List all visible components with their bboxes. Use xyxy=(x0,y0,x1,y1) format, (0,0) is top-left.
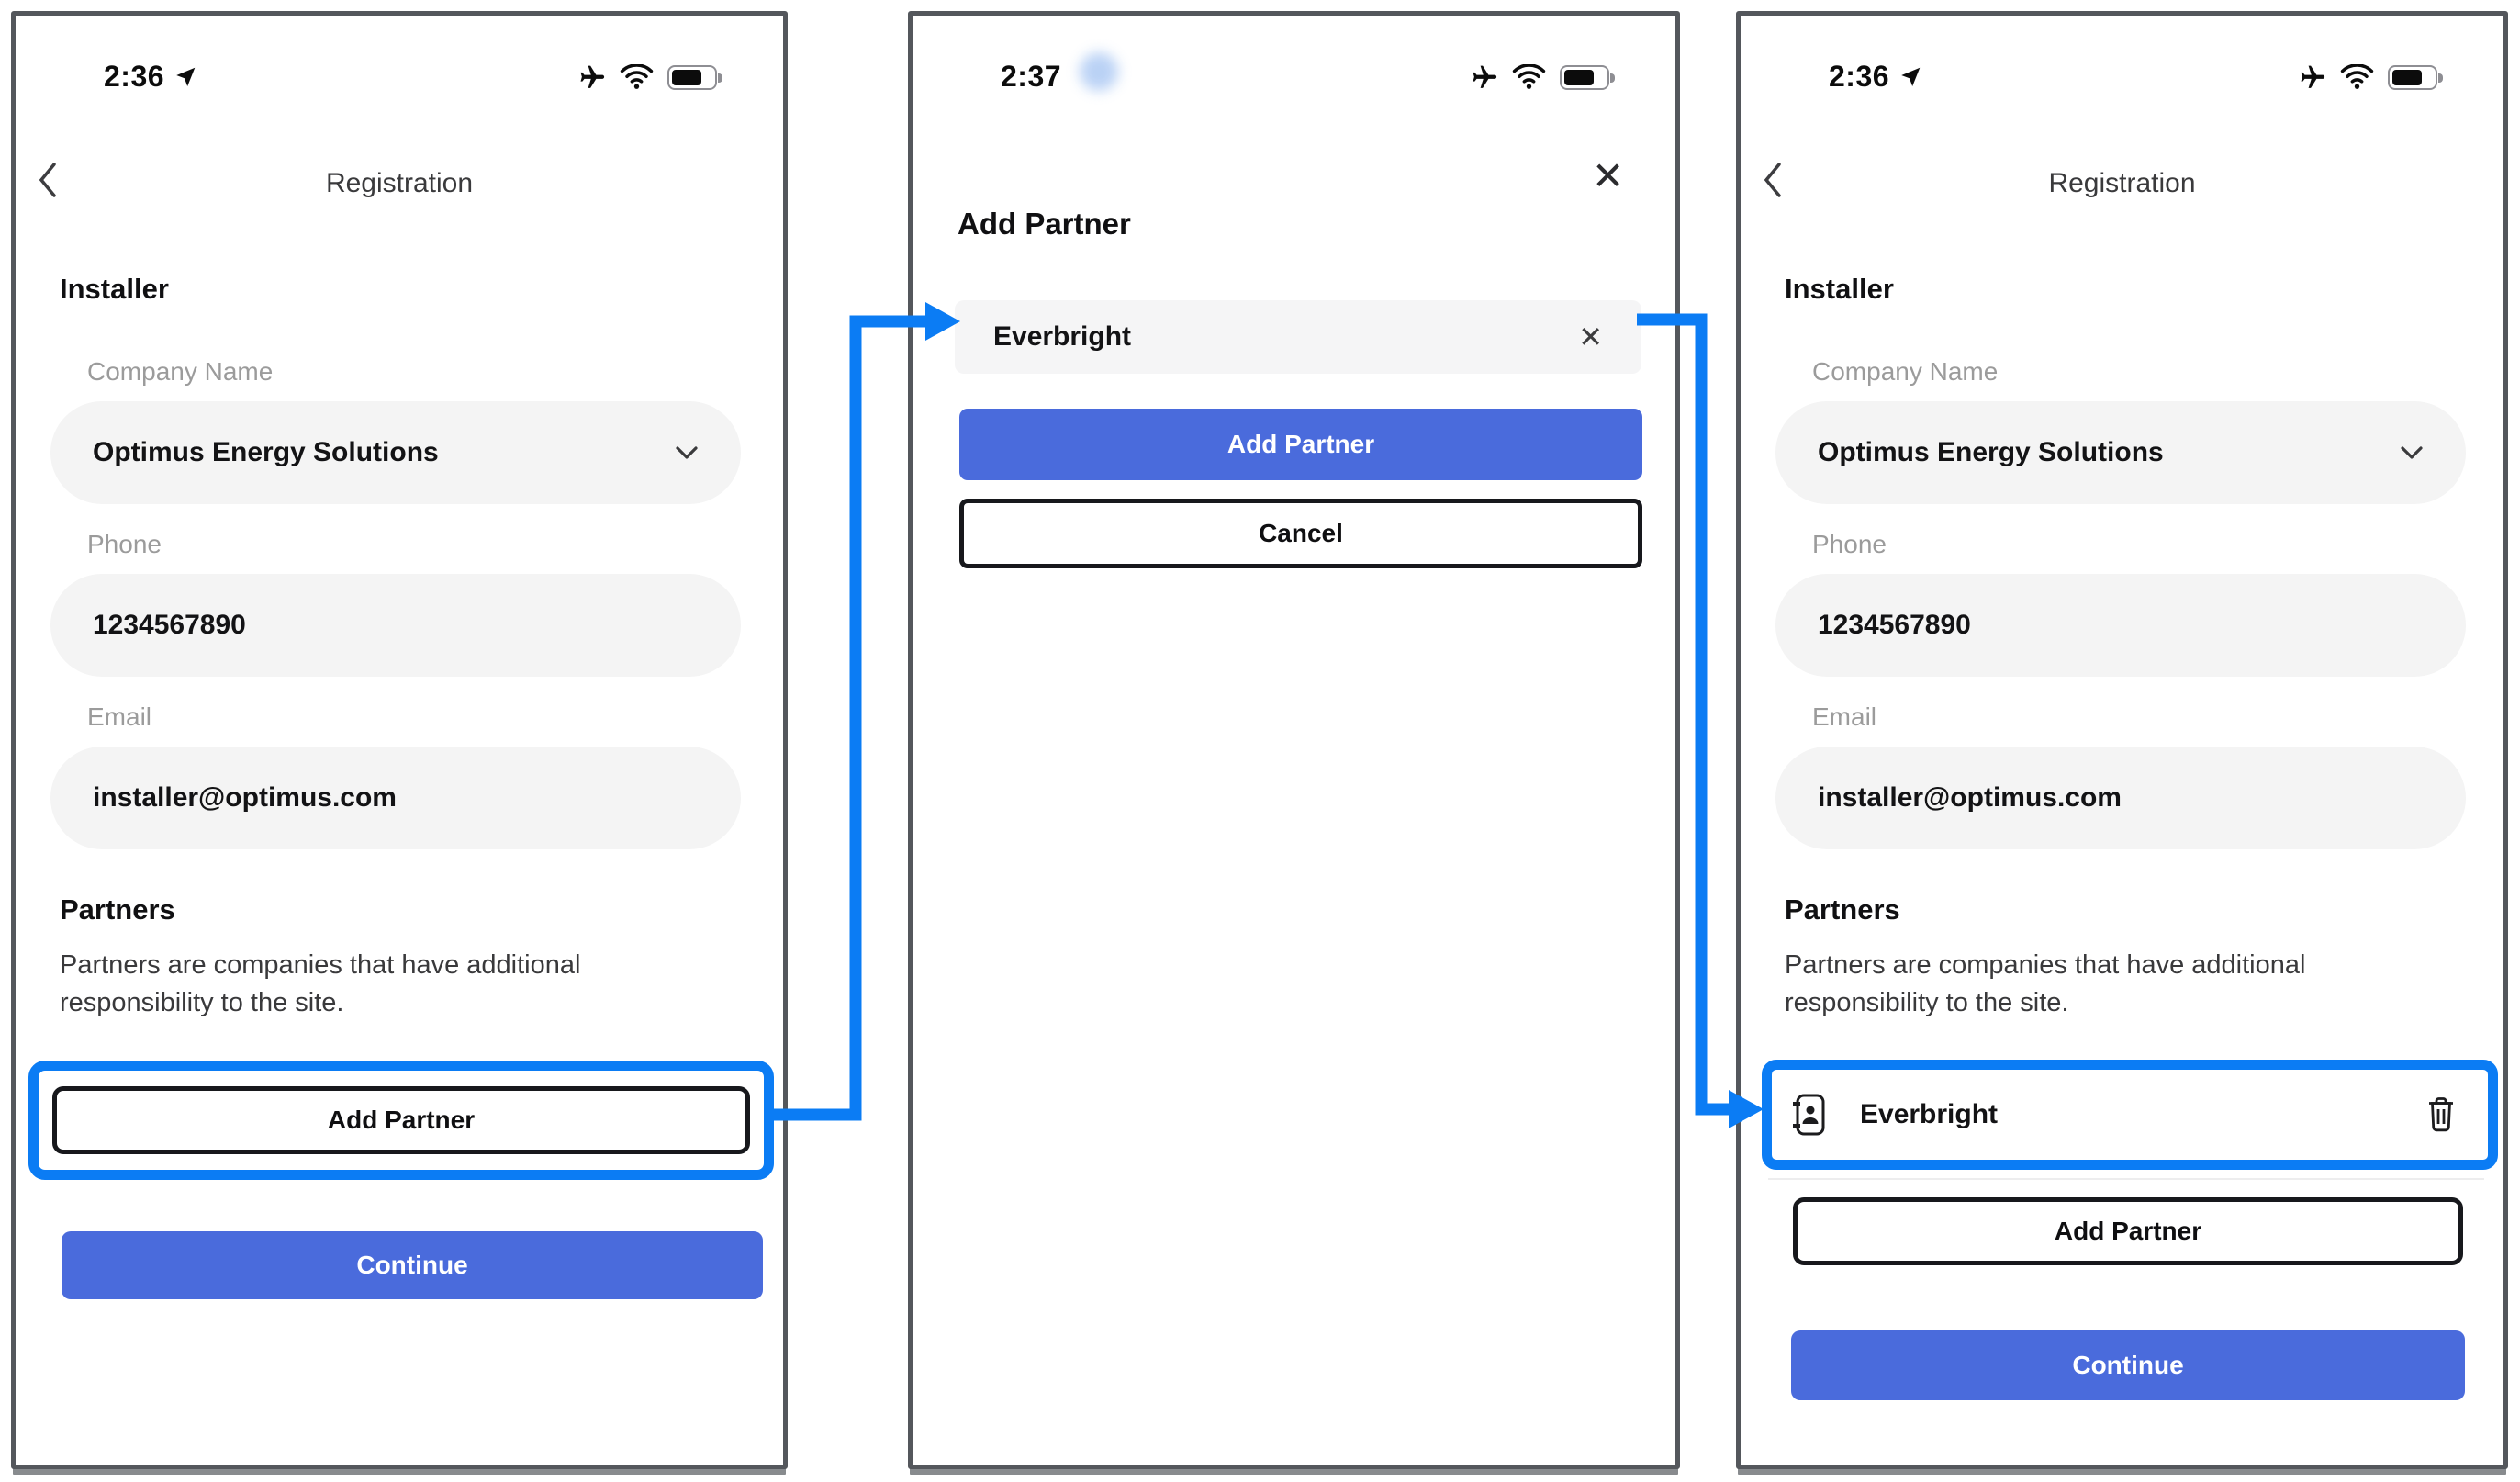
wifi-icon xyxy=(2340,64,2374,90)
wifi-icon xyxy=(1512,64,1546,90)
company-name-value: Optimus Energy Solutions xyxy=(1818,437,2164,467)
installer-heading: Installer xyxy=(60,273,169,305)
phone-label: Phone xyxy=(87,530,162,558)
airplane-icon xyxy=(578,63,606,91)
company-name-label: Company Name xyxy=(1812,357,1999,386)
partner-row[interactable]: Everbright xyxy=(1772,1070,2488,1160)
battery-icon xyxy=(2388,64,2443,90)
email-value: installer@optimus.com xyxy=(1818,782,2122,813)
chevron-left-icon xyxy=(39,163,56,197)
modal-add-partner-button-label: Add Partner xyxy=(1226,430,1375,458)
continue-button[interactable]: Continue xyxy=(1791,1330,2465,1400)
trash-icon[interactable] xyxy=(2425,1095,2457,1134)
screen-add-partner-modal: 2:37 ✕ Add Partner Everbright ✕ xyxy=(908,11,1680,1469)
status-bar-time: 2:37 xyxy=(1001,60,1061,94)
time-text: 2:36 xyxy=(1829,60,1890,93)
phone-field[interactable]: 1234567890 xyxy=(1775,574,2466,677)
partners-heading: Partners xyxy=(60,893,175,926)
phone-field[interactable]: 1234567890 xyxy=(50,574,741,677)
chevron-down-icon xyxy=(2400,445,2424,460)
status-bar-icons xyxy=(578,63,722,91)
back-button[interactable] xyxy=(36,161,60,199)
phone-label: Phone xyxy=(1812,530,1887,558)
company-name-value: Optimus Energy Solutions xyxy=(93,437,439,467)
screen-registration-after: 2:36 Registration Installer xyxy=(1736,11,2508,1469)
modal-add-partner-button[interactable]: Add Partner xyxy=(959,409,1642,480)
battery-icon xyxy=(1560,64,1615,90)
page-title: Registration xyxy=(325,168,474,198)
status-bar-time: 2:36 xyxy=(1829,60,1922,94)
annotation-highlight-partner-row: Everbright xyxy=(1762,1060,2498,1170)
add-partner-button[interactable]: Add Partner xyxy=(1793,1197,2463,1265)
phone-value: 1234567890 xyxy=(93,610,246,640)
partner-name-input[interactable]: Everbright ✕ xyxy=(955,300,1641,374)
close-icon[interactable]: ✕ xyxy=(1592,154,1625,197)
time-text: 2:36 xyxy=(104,60,165,93)
airplane-icon xyxy=(2299,63,2326,91)
airplane-icon xyxy=(1471,63,1498,91)
partner-name: Everbright xyxy=(1860,1099,1999,1129)
chevron-down-icon xyxy=(675,445,699,460)
email-label: Email xyxy=(1812,702,1877,731)
battery-icon xyxy=(667,64,722,90)
page-title: Registration xyxy=(2048,168,2196,198)
partners-heading: Partners xyxy=(1785,893,1900,926)
status-bar-icons xyxy=(2299,63,2443,91)
partners-description: Partners are companies that have additio… xyxy=(60,950,581,1017)
continue-button-label: Continue xyxy=(356,1251,468,1279)
add-partner-button-label: Add Partner xyxy=(327,1106,476,1134)
time-text: 2:37 xyxy=(1001,60,1062,93)
cancel-button[interactable]: Cancel xyxy=(959,499,1642,568)
company-name-select[interactable]: Optimus Energy Solutions xyxy=(50,401,741,504)
status-bar-icons xyxy=(1471,63,1615,91)
add-partner-button-label: Add Partner xyxy=(2054,1217,2202,1245)
back-button[interactable] xyxy=(1761,161,1785,199)
partners-description: Partners are companies that have additio… xyxy=(1785,950,2306,1017)
location-arrow-icon xyxy=(1898,65,1922,89)
email-label: Email xyxy=(87,702,152,731)
location-arrow-icon xyxy=(174,65,197,89)
clear-input-icon[interactable]: ✕ xyxy=(1578,320,1603,354)
company-name-label: Company Name xyxy=(87,357,274,386)
email-value: installer@optimus.com xyxy=(93,782,397,813)
company-name-select[interactable]: Optimus Energy Solutions xyxy=(1775,401,2466,504)
continue-button[interactable]: Continue xyxy=(62,1231,763,1299)
installer-heading: Installer xyxy=(1785,273,1894,305)
email-field[interactable]: installer@optimus.com xyxy=(1775,747,2466,849)
modal-title: Add Partner xyxy=(958,207,1131,241)
chevron-left-icon xyxy=(1764,163,1781,197)
screen-registration-before: 2:36 Registration Installer xyxy=(11,11,788,1469)
phone-value: 1234567890 xyxy=(1818,610,1971,640)
wifi-icon xyxy=(620,64,654,90)
add-partner-button[interactable]: Add Partner xyxy=(52,1086,750,1154)
row-divider xyxy=(1768,1178,2484,1180)
partner-name-input-value: Everbright xyxy=(993,321,1132,352)
blurred-indicator-dot xyxy=(1080,52,1118,91)
contact-card-icon xyxy=(1790,1092,1829,1138)
cancel-button-label: Cancel xyxy=(1259,519,1343,547)
continue-button-label: Continue xyxy=(2072,1351,2184,1379)
status-bar-time: 2:36 xyxy=(104,60,197,94)
email-field[interactable]: installer@optimus.com xyxy=(50,747,741,849)
